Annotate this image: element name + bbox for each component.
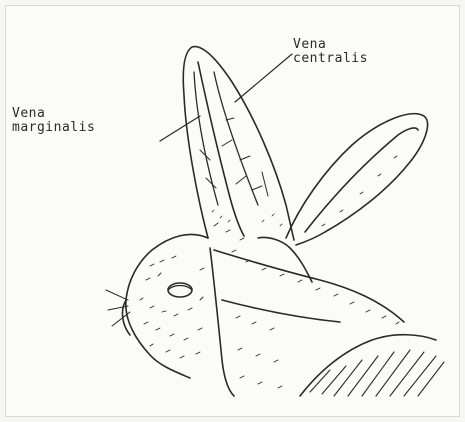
right-ear-outline (286, 114, 428, 245)
head-outline (126, 234, 208, 378)
hand-outline (210, 248, 234, 396)
vena-marginalis-leader (160, 116, 200, 141)
vena-centralis-vein (214, 72, 258, 205)
sleeve-outline (300, 335, 436, 396)
right-ear-inner (305, 128, 418, 232)
fingers-outline (214, 250, 404, 322)
label-vena-centralis: Vena centralis (293, 38, 368, 66)
label-vena-marginalis: Vena marginalis (12, 107, 95, 135)
left-ear-outline (183, 47, 294, 240)
vena-centralis-leader (235, 54, 292, 102)
